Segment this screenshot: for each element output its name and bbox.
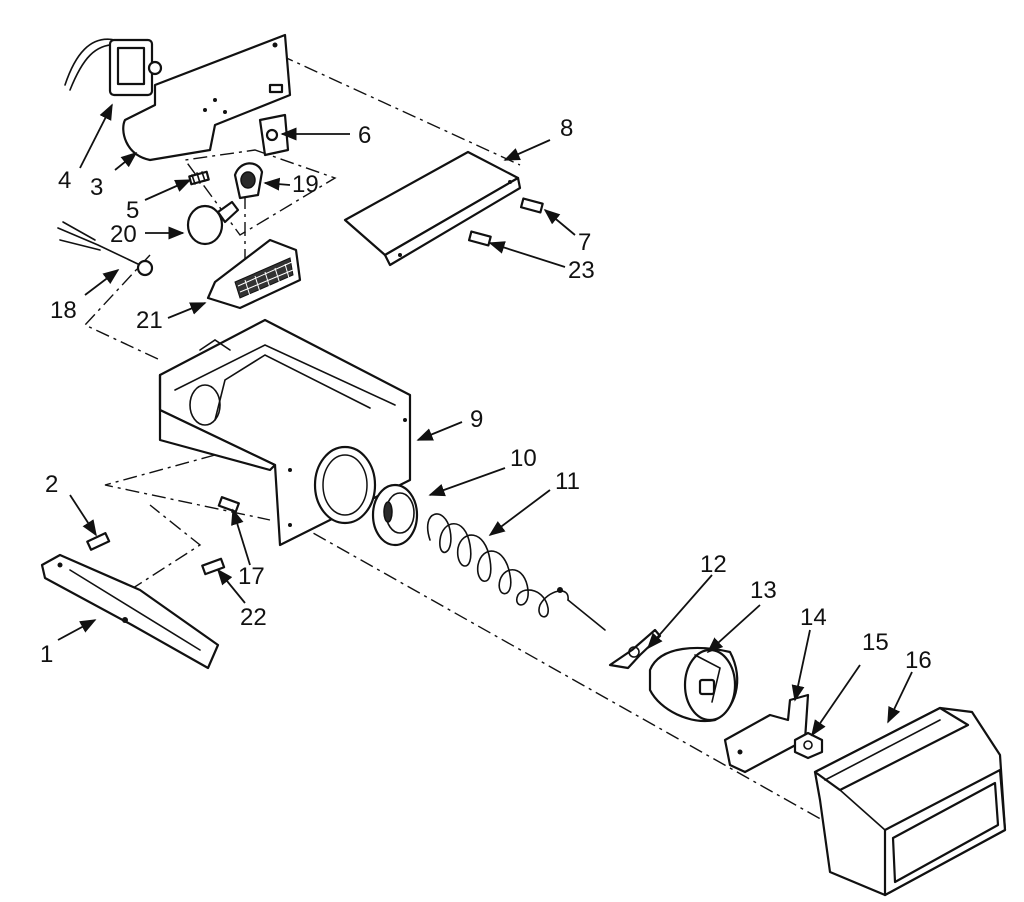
callout-17: 17 xyxy=(238,563,265,590)
callout-1: 1 xyxy=(40,641,53,668)
callout-16: 16 xyxy=(905,647,932,674)
callout-10: 10 xyxy=(510,445,537,472)
part-4-motor xyxy=(64,38,163,97)
part-2-screw xyxy=(86,532,111,551)
part-18-harness xyxy=(57,221,154,277)
callout-12: 12 xyxy=(700,551,727,578)
callout-4: 4 xyxy=(58,167,71,194)
part-19-socket xyxy=(233,162,264,200)
callout-8: 8 xyxy=(560,115,573,142)
callout-14: 14 xyxy=(800,604,827,631)
callout-6: 6 xyxy=(358,122,371,149)
callout-19: 19 xyxy=(292,171,319,198)
part-1-bracket xyxy=(40,553,220,670)
callout-22: 22 xyxy=(240,604,267,631)
callout-18: 18 xyxy=(50,297,77,324)
callout-labels: 1 2 3 4 5 6 7 8 9 10 11 12 13 14 15 16 1… xyxy=(40,115,932,674)
callout-leaders xyxy=(57,103,913,737)
part-9-ice-housing xyxy=(158,318,412,547)
part-22-screw xyxy=(201,557,226,576)
callout-23: 23 xyxy=(568,257,595,284)
part-7-screw xyxy=(519,197,544,214)
part-21-shield xyxy=(206,238,302,310)
part-16-front-housing xyxy=(813,706,1007,897)
callout-20: 20 xyxy=(110,221,137,248)
part-20-bulb xyxy=(186,200,240,246)
part-6-clip xyxy=(258,113,290,157)
callout-2: 2 xyxy=(45,471,58,498)
part-10-bushing xyxy=(371,483,419,547)
part-13-drive-cup xyxy=(648,646,739,723)
part-3-mounting-plate xyxy=(122,33,292,162)
part-5-screw xyxy=(188,170,210,186)
assembly-lines xyxy=(83,54,841,831)
part-15-nut xyxy=(793,731,824,760)
part-8-cover-plate xyxy=(343,150,522,267)
callout-21: 21 xyxy=(136,307,163,334)
part-14-bracket xyxy=(723,693,810,774)
part-17-screw xyxy=(217,496,240,513)
callout-3: 3 xyxy=(90,174,103,201)
part-12-agitator xyxy=(608,628,662,670)
part-23-screw xyxy=(467,230,492,247)
callout-7: 7 xyxy=(578,229,591,256)
callout-11: 11 xyxy=(555,468,580,495)
part-11-auger xyxy=(426,513,606,631)
callout-9: 9 xyxy=(470,406,483,433)
callout-13: 13 xyxy=(750,577,777,604)
callout-15: 15 xyxy=(862,629,889,656)
callout-5: 5 xyxy=(126,197,139,224)
